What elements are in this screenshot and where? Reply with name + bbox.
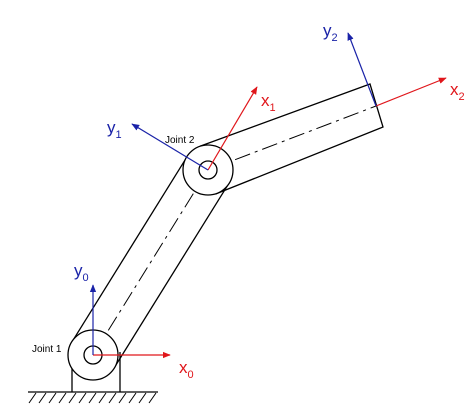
y1-label: y1 — [107, 118, 122, 141]
frame-0: x0 y0 — [74, 261, 194, 381]
link-1-centerline — [92, 169, 209, 356]
y1-axis — [131, 123, 209, 171]
joint-2-label: Joint 2 — [165, 135, 195, 146]
ground — [28, 391, 158, 404]
ground-hatching — [28, 392, 157, 404]
x1-axis — [207, 86, 258, 171]
link-1-edge — [113, 182, 230, 369]
x0-label: x0 — [179, 358, 194, 381]
link-2-centerline — [207, 105, 377, 171]
frame-1: x1 y1 — [107, 86, 276, 171]
frame-2: x2 y2 — [323, 21, 465, 107]
link-1 — [71, 156, 230, 369]
y2-axis — [347, 32, 377, 107]
x2-label: x2 — [450, 80, 465, 103]
link-1-edge — [71, 156, 188, 343]
joint-1-label: Joint 1 — [32, 344, 62, 355]
x2-axis — [375, 77, 447, 107]
x1-label: x1 — [261, 91, 276, 114]
y0-label: y0 — [74, 261, 89, 284]
y2-label: y2 — [323, 21, 338, 44]
